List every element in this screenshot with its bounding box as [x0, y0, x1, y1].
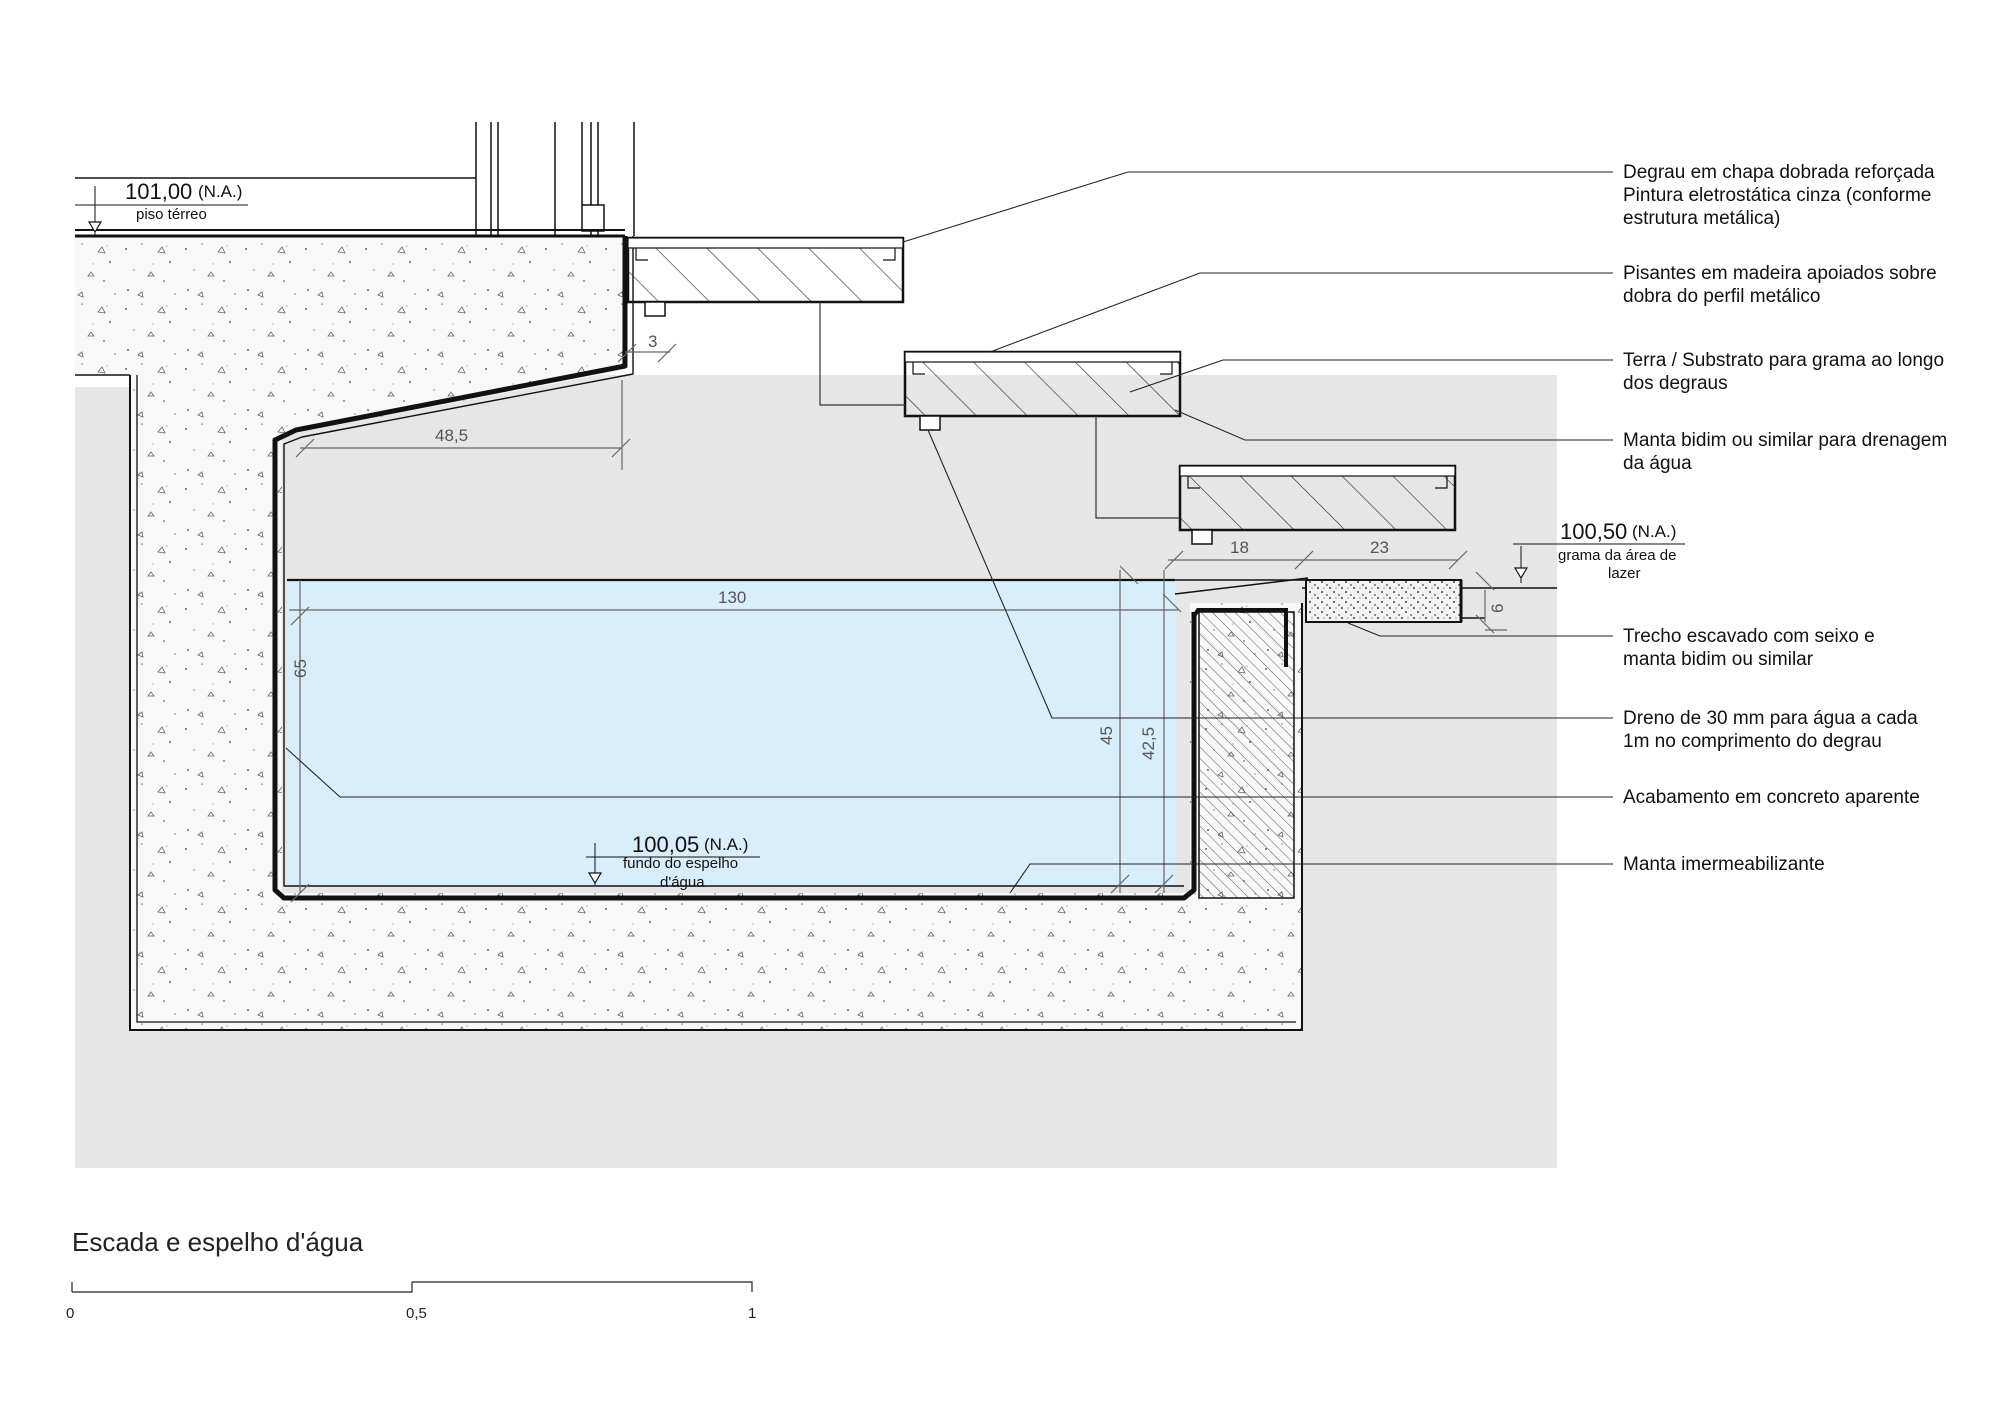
- step-supports: [819, 302, 1180, 519]
- annotations: Degrau em chapa dobrada reforçada Pintur…: [1623, 162, 1947, 875]
- annotation-gravel-2: manta bidim ou similar: [1623, 649, 1814, 670]
- annotation-waterproofing: Manta imermeabilizante: [1623, 854, 1825, 875]
- dimension-lines: [289, 343, 1507, 903]
- ground-floor-level-ref: (N.A.): [198, 182, 242, 201]
- ground-floor-level-value: 101,00: [125, 179, 192, 204]
- step-3: [1178, 464, 1457, 545]
- level-marker-ground-floor: 101,00 (N.A.) piso térreo: [75, 179, 248, 236]
- dim-depth: 65: [291, 659, 310, 678]
- lawn-level-value: 100,50: [1560, 519, 1627, 544]
- scale-bar: [71, 1281, 753, 1293]
- annotation-leaders: [285, 171, 1613, 894]
- annotation-step-plate-3: estrutura metálica): [1623, 208, 1780, 229]
- dim-step-a: 18: [1230, 538, 1249, 557]
- pool-bottom-level-label-2: d'água: [660, 874, 705, 891]
- retaining-wall: [1192, 608, 1295, 899]
- step-2: [903, 350, 1182, 431]
- level-marker-lawn: 100,50 (N.A.) grama da área de lazer: [1513, 519, 1685, 583]
- dim-water-depth: 42,5: [1139, 727, 1158, 760]
- annotation-wood-tread-1: Pisantes em madeira apoiados sobre: [1623, 263, 1937, 284]
- drawing-title: Escada e espelho d'água: [72, 1227, 364, 1257]
- annotation-drainage-mat-2: da água: [1623, 453, 1692, 474]
- annotation-substrate-2: dos degraus: [1623, 373, 1728, 394]
- dim-step-b: 23: [1370, 538, 1389, 557]
- pool-bottom-level-label-1: fundo do espelho: [623, 855, 738, 872]
- annotation-drain-1: Dreno de 30 mm para água a cada: [1623, 708, 1918, 729]
- annotation-step-plate-1: Degrau em chapa dobrada reforçada: [1623, 162, 1935, 183]
- dim-gravel: 6: [1488, 604, 1507, 613]
- annotation-drainage-mat-1: Manta bidim ou similar para drenagem: [1623, 430, 1947, 451]
- dim-inner-depth: 45: [1097, 726, 1116, 745]
- pool-bottom-level-value: 100,05: [632, 832, 699, 857]
- pool-bottom-level-ref: (N.A.): [704, 835, 748, 854]
- step-1: [626, 236, 905, 317]
- annotation-wood-tread-2: dobra do perfil metálico: [1623, 286, 1821, 307]
- lawn-level-label-2: lazer: [1608, 565, 1641, 582]
- dim-gap: 3: [648, 332, 657, 351]
- annotation-drain-2: 1m no comprimento do degrau: [1623, 731, 1882, 752]
- annotation-gravel-1: Trecho escavado com seixo e: [1623, 626, 1875, 647]
- scale-label-half: 0,5: [406, 1305, 427, 1322]
- pool-outline: [272, 236, 1309, 901]
- level-marker-pool-bottom: 100,05 (N.A.) fundo do espelho d'água: [586, 832, 760, 891]
- dim-ledge: 48,5: [435, 426, 468, 445]
- ground-floor-level-label: piso térreo: [136, 206, 207, 223]
- lawn-level-ref: (N.A.): [1632, 522, 1676, 541]
- annotation-substrate-1: Terra / Substrato para grama ao longo: [1623, 350, 1944, 371]
- building-facade: [75, 122, 635, 238]
- pool-water: [287, 580, 1175, 886]
- annotation-step-plate-2: Pintura eletrostática cinza (conforme: [1623, 185, 1931, 206]
- scale-label-0: 0: [66, 1305, 74, 1322]
- lawn-level-label-1: grama da área de: [1558, 547, 1676, 564]
- gravel-trench: [1305, 579, 1485, 623]
- concrete-mass: [75, 236, 1302, 1030]
- scale-label-1: 1: [748, 1305, 756, 1322]
- annotation-concrete-finish: Acabamento em concreto aparente: [1623, 787, 1920, 808]
- dim-width: 130: [718, 588, 746, 607]
